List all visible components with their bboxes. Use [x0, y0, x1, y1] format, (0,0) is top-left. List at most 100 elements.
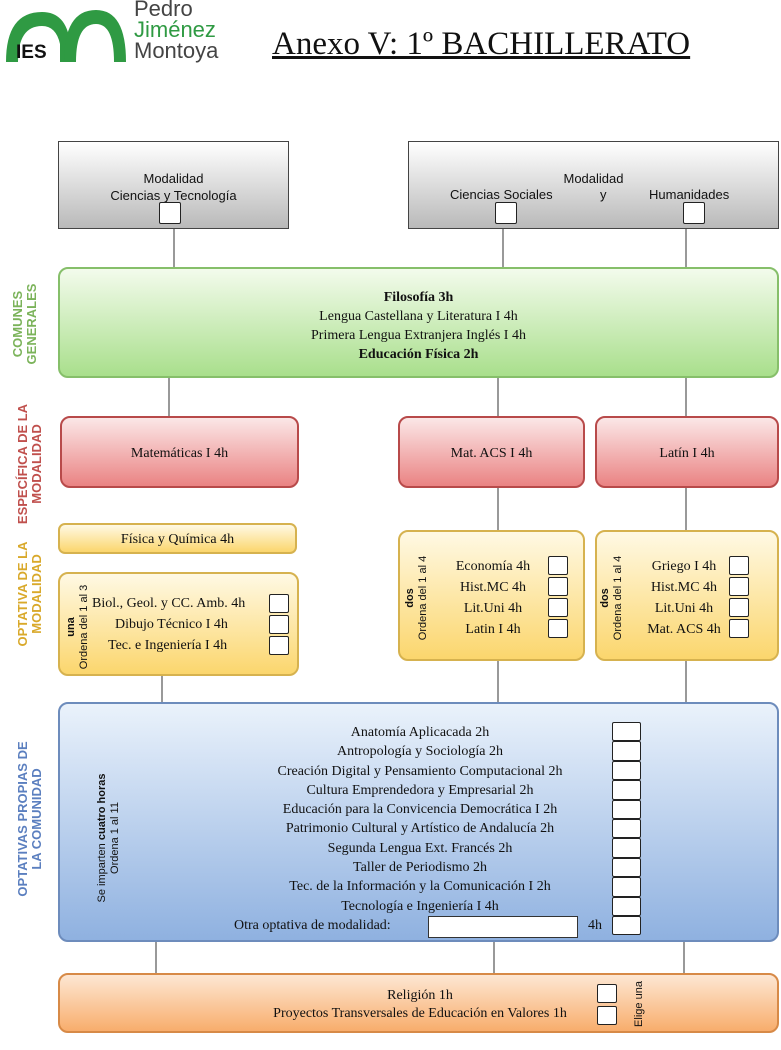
order-box[interactable] [269, 594, 289, 613]
connector-line [497, 488, 499, 532]
subject-matematicas: Matemáticas I 4h [130, 446, 229, 461]
comunes-box: Filosofía 3h Lengua Castellana y Literat… [58, 267, 779, 378]
list-item: Hist.MC 4h [459, 580, 527, 595]
list-item: Antropología y Sociología 2h [336, 744, 504, 760]
checkbox-valores[interactable] [597, 1006, 617, 1025]
logo-line3: Montoya [134, 38, 219, 63]
order-box[interactable] [729, 577, 749, 596]
list-item: Tec. e Ingeniería I 4h [108, 638, 228, 653]
optativas-propias-box: Se imparten cuatro horas Ordena 1 al 11 … [58, 702, 779, 942]
especifica-mat-acs: Mat. ACS I 4h [398, 416, 585, 488]
modalidad-ciencias-tecnologia: Modalidad Ciencias y Tecnología [58, 141, 289, 229]
modalidad-humanidades-label: Humanidades [649, 187, 730, 202]
order-box[interactable] [612, 857, 641, 878]
list-item: Lit.Uni 4h [463, 601, 523, 616]
optativa-hum-box: dos Ordena del 1 al 4 Griego I 4h Hist.M… [595, 530, 779, 661]
connector-line [685, 228, 687, 268]
logo-line1: Pedro [134, 0, 193, 21]
optativa-ct-box: una Ordena del 1 al 3 Biol., Geol. y CC.… [58, 572, 299, 676]
list-item: Economía 4h [455, 559, 531, 574]
order-box[interactable] [612, 915, 641, 936]
subject-latin: Latín I 4h [659, 446, 715, 461]
connector-line [497, 660, 499, 703]
checkbox-religion[interactable] [597, 984, 617, 1003]
list-item: Tecnología e Ingeniería I 4h [341, 898, 499, 914]
optativa-hum-list: Griego I 4h Hist.MC 4h Lit.Uni 4h Mat. A… [637, 556, 731, 640]
list-item: Educación para la Convicencia Democrátic… [282, 802, 558, 818]
order-box[interactable] [612, 799, 641, 819]
list-item: Creación Digital y Pensamiento Computaci… [277, 763, 563, 779]
subject-mat-acs: Mat. ACS I 4h [450, 446, 533, 461]
order-box[interactable] [612, 838, 641, 858]
religion-list: Religión 1h Proyectos Transversales de E… [240, 987, 600, 1023]
connector-line [685, 660, 687, 703]
optativa-cs-note: dos Ordena del 1 al 4 [404, 543, 430, 653]
choose-count: dos [599, 588, 611, 608]
subject-educacion-fisica: Educación Física 2h [358, 347, 479, 362]
order-box[interactable] [612, 896, 641, 916]
modalidad-label: Modalidad [143, 171, 204, 186]
order-box-column [612, 722, 642, 936]
list-item: Proyectos Transversales de Educación en … [273, 1006, 567, 1021]
connector-line [502, 228, 504, 268]
especifica-latin: Latín I 4h [595, 416, 779, 488]
logo: IES Pedro Jiménez Montoya [4, 0, 229, 70]
connector-line [168, 378, 170, 418]
list-item: Tec. de la Información y la Comunicación… [289, 879, 551, 895]
order-box[interactable] [612, 818, 641, 839]
list-item: Dibujo Técnico I 4h [115, 617, 228, 632]
order-instruction: Ordena 1 al 11 [109, 802, 121, 874]
connector-line [683, 940, 685, 974]
page-title: Anexo V: 1º BACHILLERATO [272, 26, 691, 62]
religion-box: Religión 1h Proyectos Transversales de E… [58, 973, 779, 1033]
modalidad-name: Ciencias y Tecnología [110, 188, 237, 203]
order-box[interactable] [612, 722, 641, 742]
especifica-matematicas: Matemáticas I 4h [60, 416, 299, 488]
list-item: Mat. ACS 4h [647, 622, 721, 637]
optativa-hum-note: dos Ordena del 1 al 4 [599, 543, 625, 653]
order-box[interactable] [612, 877, 641, 897]
connector-line [497, 378, 499, 418]
subject-fisica-quimica: Física y Química 4h [120, 532, 235, 547]
connector-line [493, 940, 495, 974]
choose-count: una [65, 617, 77, 637]
fisica-quimica-box: Física y Química 4h [58, 523, 297, 554]
connector-line [685, 378, 687, 418]
checkbox-ciencias-sociales[interactable] [495, 202, 517, 224]
logo-ies: IES [16, 42, 47, 63]
order-box[interactable] [548, 619, 568, 638]
order-box[interactable] [548, 577, 568, 596]
modalidad-ciencias-sociales-humanidades: Modalidad Ciencias Sociales y Humanidade… [408, 141, 779, 229]
optativa-cs-list: Economía 4h Hist.MC 4h Lit.Uni 4h Latin … [440, 556, 546, 640]
otra-optativa-hours: 4h [588, 918, 602, 933]
order-box[interactable] [548, 598, 568, 617]
order-box[interactable] [269, 636, 289, 655]
modalidad-y-label: y [600, 187, 607, 202]
choose-one-note: Elige una [633, 981, 645, 1027]
order-box[interactable] [729, 556, 749, 575]
order-box[interactable] [612, 780, 641, 800]
order-box[interactable] [269, 615, 289, 634]
list-item: Taller de Periodismo 2h [353, 860, 487, 876]
checkbox-ciencias-tecnologia[interactable] [159, 202, 181, 224]
list-item: Religión 1h [387, 988, 453, 1003]
list-item: Hist.MC 4h [650, 580, 718, 595]
hours-note: Se imparten cuatro horas [96, 773, 108, 903]
connector-line [685, 488, 687, 532]
checkbox-humanidades[interactable] [683, 202, 705, 224]
order-box[interactable] [612, 741, 641, 761]
logo-line2: Jiménez [134, 17, 216, 42]
modalidad-label: Modalidad [563, 171, 624, 186]
otra-optativa-field[interactable] [428, 916, 578, 938]
order-box[interactable] [729, 619, 749, 638]
list-item: Biol., Geol. y CC. Amb. 4h [92, 596, 246, 611]
connector-line [161, 676, 163, 703]
list-item: Griego I 4h [651, 559, 717, 574]
order-box[interactable] [548, 556, 568, 575]
order-box[interactable] [729, 598, 749, 617]
list-item: Latin I 4h [465, 622, 521, 637]
otra-optativa-label: Otra optativa de modalidad: [234, 918, 391, 933]
order-box[interactable] [612, 760, 641, 781]
